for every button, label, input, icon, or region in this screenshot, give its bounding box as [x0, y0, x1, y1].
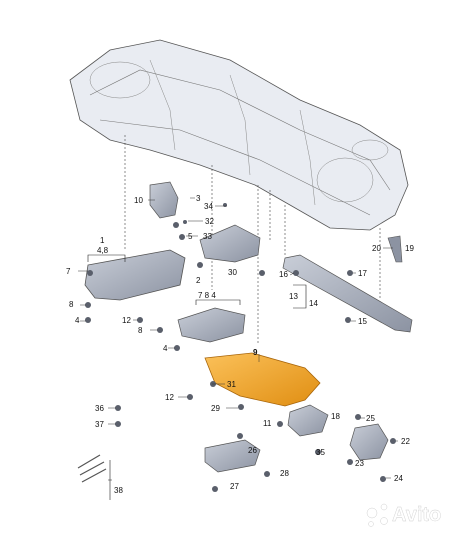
label-16: 16	[279, 270, 288, 279]
label-19: 19	[405, 244, 414, 253]
label-28: 28	[280, 469, 289, 478]
rail-part-13	[282, 254, 413, 333]
label-11: 11	[263, 419, 272, 428]
leader-lines	[78, 197, 398, 479]
label-20: 20	[372, 244, 381, 253]
label-37: 37	[95, 420, 104, 429]
label-26: 26	[248, 446, 257, 455]
label-1: 1	[100, 236, 105, 245]
bracket-part-22	[349, 423, 389, 461]
panel-part-30	[199, 224, 261, 263]
label-9: 9	[253, 348, 258, 357]
label-17: 17	[358, 269, 367, 278]
label-5: 5	[188, 232, 193, 241]
label-12: 12	[122, 316, 131, 325]
avito-logo-dot	[380, 517, 388, 525]
highlighted-panel-part-9	[204, 352, 321, 407]
panel-part-2	[177, 307, 246, 343]
label-3: 3	[196, 194, 201, 203]
label-14: 14	[309, 299, 318, 308]
label-15: 15	[358, 317, 367, 326]
label-1-sub: 4,8	[97, 246, 109, 255]
label-31: 31	[227, 380, 236, 389]
label-32: 32	[205, 217, 214, 226]
label-33: 33	[203, 232, 212, 241]
bracket-part-3	[149, 181, 179, 219]
fastener-markers	[85, 203, 396, 492]
label-18: 18	[331, 412, 340, 421]
label-29: 29	[211, 404, 220, 413]
car-body-underside	[69, 39, 409, 231]
bracket-part-20	[387, 235, 403, 263]
label-8: 8	[69, 300, 74, 309]
label-25: 25	[366, 414, 375, 423]
label-22: 22	[401, 437, 410, 446]
group-brackets	[87, 254, 307, 500]
label-10: 10	[134, 196, 143, 205]
bracket-part-10	[287, 404, 329, 437]
left-underbody-panel	[84, 249, 186, 301]
label-23: 23	[355, 459, 364, 468]
avito-wordmark: Avito	[392, 504, 441, 526]
label-4: 4	[75, 316, 80, 325]
label-34: 34	[204, 202, 213, 211]
label-13: 13	[289, 292, 298, 301]
label-35: 35	[316, 448, 325, 457]
label-12b: 12	[165, 393, 174, 402]
part-number-labels: 1 4,8 2 7 8 4 3 4 4 5 7 8 8 9 10 11 12 1…	[66, 194, 414, 495]
label-30: 30	[228, 268, 237, 277]
leader-lines-dashed	[124, 135, 381, 345]
label-24: 24	[394, 474, 403, 483]
avito-logo-dot	[368, 521, 374, 527]
avito-logo-dot	[380, 503, 388, 511]
label-38: 38	[114, 486, 123, 495]
avito-logo-dot	[366, 507, 378, 519]
label-27: 27	[230, 482, 239, 491]
label-2: 2	[196, 276, 201, 285]
label-2-sub: 7 8 4	[198, 291, 216, 300]
label-8b: 8	[138, 326, 143, 335]
label-4b: 4	[163, 344, 168, 353]
bolt-set-part-38	[77, 454, 107, 483]
avito-watermark: Avito	[366, 503, 441, 527]
label-7: 7	[66, 267, 71, 276]
label-36: 36	[95, 404, 104, 413]
lower-panel	[204, 439, 261, 473]
